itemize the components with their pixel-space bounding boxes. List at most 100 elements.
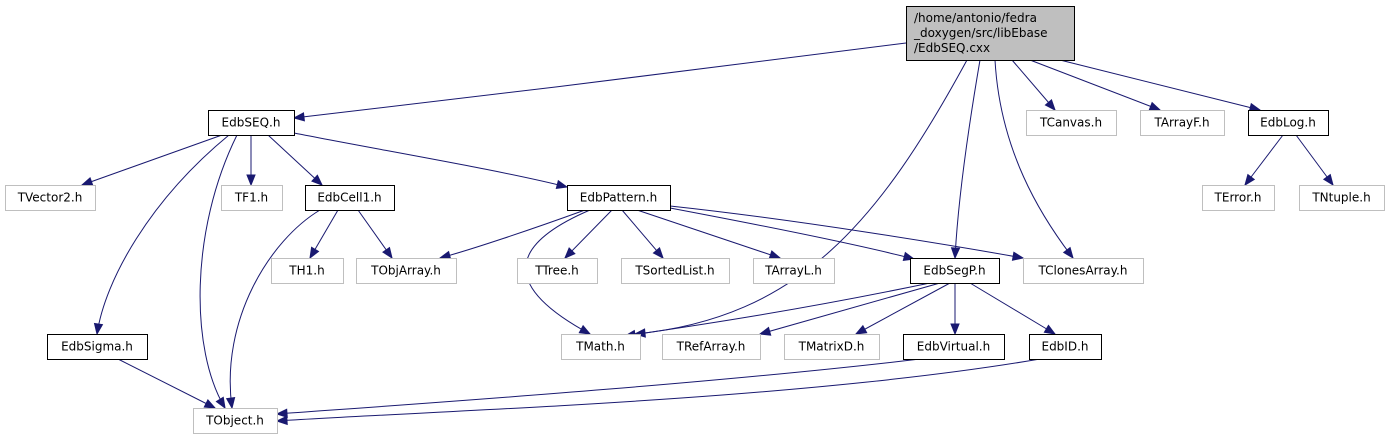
node-edbsigma[interactable]: EdbSigma.h [47, 334, 148, 360]
root-node[interactable]: /home/antonio/fedra_doxygen/src/libEbase… [906, 6, 1075, 61]
arrow-head-icon [854, 324, 868, 335]
arrow-head-icon [1322, 173, 1334, 187]
node-label: TArrayF.h [1153, 116, 1209, 130]
edge-root-to-EdbSegP [950, 59, 981, 260]
node-tmath: TMath.h [561, 334, 641, 360]
node-label: TObject.h [205, 414, 264, 428]
arrow-head-icon [768, 250, 782, 260]
arrow-head-icon [311, 174, 323, 186]
edge-line [81, 134, 223, 186]
node-ttree: TTree.h [517, 258, 598, 284]
node-edbsegp[interactable]: EdbSegP.h [910, 258, 1000, 284]
edge-line [669, 207, 915, 260]
node-trefarray: TRefArray.h [662, 334, 761, 360]
arrow-head-icon [382, 246, 393, 260]
node-box [356, 258, 457, 284]
node-edbvirtual[interactable]: EdbVirtual.h [903, 334, 1005, 360]
node-label: TObjArray.h [370, 264, 441, 278]
edge-EdbSegP-to-TMath [623, 282, 931, 340]
arrow-head-icon [225, 396, 236, 410]
edge-EdbSegP-to-EdbID [969, 282, 1057, 335]
node-label: TMath.h [575, 340, 625, 354]
node-tcanvas: TCanvas.h [1026, 110, 1117, 136]
nodes-layer: /home/antonio/fedra_doxygen/src/libEbase… [5, 6, 1385, 434]
node-tmatrixd: TMatrixD.h [784, 334, 880, 360]
edge-line [954, 59, 981, 259]
arrow-head-icon [1044, 98, 1056, 112]
node-tvector2: TVector2.h [5, 185, 96, 211]
node-tobject: TObject.h [193, 408, 278, 434]
arrow-head-icon [275, 415, 288, 426]
edge-EdbPattern-to-EdbSegP [669, 207, 916, 261]
node-th1: TH1.h [271, 258, 344, 284]
edge-line [199, 134, 238, 409]
node-box [208, 110, 295, 136]
edge-EdbVirtual-to-TObject [275, 358, 921, 418]
edge-line [564, 209, 613, 259]
node-label: TClonesArray.h [1038, 264, 1128, 278]
node-box [561, 334, 641, 360]
arrow-head-icon [1043, 324, 1057, 335]
node-edbseq[interactable]: EdbSEQ.h [208, 110, 295, 136]
node-tclonesarray: TClonesArray.h [1023, 258, 1144, 284]
edge-EdbSEQ-to-EdbCell1 [267, 134, 323, 186]
arrow-head-icon [275, 408, 288, 418]
edge-line [759, 282, 941, 335]
edge-EdbCell1-to-TObject [225, 209, 321, 410]
arrow-head-icon [80, 177, 94, 186]
node-box [1202, 185, 1275, 211]
edge-EdbSEQ-to-EdbSigma [93, 134, 230, 336]
edge-line [229, 209, 321, 409]
node-tntuple: TNtuple.h [1299, 185, 1385, 211]
node-box [1140, 110, 1225, 136]
node-label: TError.h [1214, 191, 1262, 205]
node-box [1248, 110, 1329, 136]
node-box [784, 334, 880, 360]
edge-line [293, 132, 568, 188]
node-edbcell1[interactable]: EdbCell1.h [305, 185, 395, 211]
edge-line [117, 358, 216, 409]
edge-EdbID-to-TObject [275, 358, 1041, 426]
node-box [1026, 110, 1117, 136]
node-box [517, 258, 598, 284]
node-box [910, 258, 1000, 284]
node-tarrayl: TArrayL.h [753, 258, 835, 284]
edge-EdbCell1-to-TObjArray [357, 209, 393, 260]
arrow-head-icon [555, 179, 569, 190]
node-label: TRefArray.h [676, 340, 746, 354]
edge-line [621, 209, 664, 259]
edge-line [439, 209, 586, 259]
node-edbid[interactable]: EdbID.h [1029, 334, 1102, 360]
node-label: TCanvas.h [1039, 116, 1102, 130]
root-node-box [906, 6, 1075, 61]
node-box [47, 334, 148, 360]
node-label: EdbID.h [1041, 340, 1088, 354]
node-label: TArrayL.h [764, 264, 822, 278]
node-terror: TError.h [1202, 185, 1275, 211]
node-edbpattern[interactable]: EdbPattern.h [567, 185, 671, 211]
arrow-head-icon [246, 174, 256, 187]
edge-line [969, 282, 1056, 335]
node-label: TH1.h [288, 264, 324, 278]
edge-line [1011, 59, 1056, 111]
node-label: EdbSegP.h [923, 264, 985, 278]
edge-EdbPattern-to-TSortedList [621, 209, 664, 260]
edge-EdbSegP-to-EdbVirtual [950, 283, 960, 336]
edge-EdbSEQ-to-EdbPattern [293, 132, 569, 190]
node-box [567, 185, 671, 211]
node-label: EdbCell1.h [317, 191, 381, 205]
arrow-head-icon [203, 399, 217, 409]
edge-root-to-TClonesArray [994, 59, 1074, 260]
arrow-head-icon [93, 322, 104, 336]
edge-EdbLog-to-TError [1244, 134, 1284, 187]
root-node-label-line: /EdbSEQ.cxx [914, 41, 990, 55]
arrow-head-icon [564, 247, 576, 259]
edge-line [855, 282, 951, 335]
edge-EdbPattern-to-TObjArray [438, 209, 586, 260]
node-label: TMatrixD.h [798, 340, 865, 354]
edge-EdbSEQ-to-TObject [199, 134, 238, 410]
node-edblog[interactable]: EdbLog.h [1248, 110, 1329, 136]
arrow-head-icon [292, 112, 305, 122]
node-box [1029, 334, 1102, 360]
edge-EdbPattern-to-TTree [564, 209, 613, 259]
